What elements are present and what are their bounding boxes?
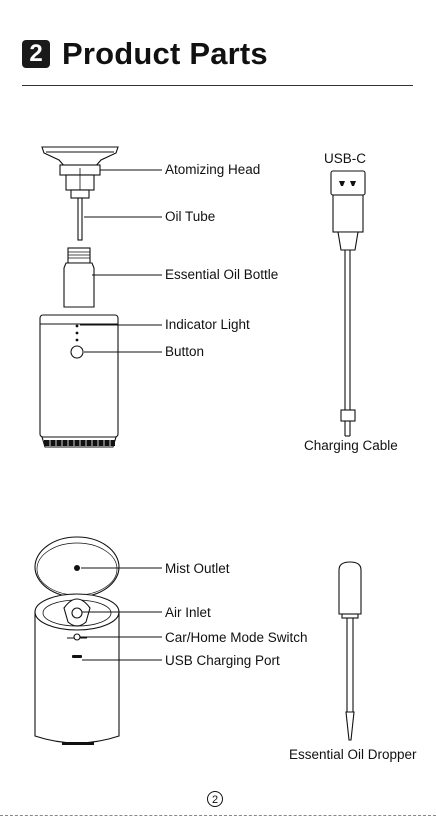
label-usb-c: USB-C [324, 151, 366, 166]
label-essential-oil-bottle: Essential Oil Bottle [165, 267, 278, 282]
label-oil-tube: Oil Tube [165, 209, 215, 224]
section-number-badge: 2 [22, 40, 50, 68]
label-button: Button [165, 344, 204, 359]
label-mode-switch: Car/Home Mode Switch [165, 630, 308, 645]
atomizing-head-illustration [42, 147, 118, 198]
label-mist-outlet: Mist Outlet [165, 561, 230, 576]
usb-c-cable-illustration [331, 171, 365, 436]
mist-outlet-disc-illustration [35, 537, 119, 597]
label-usb-charging-port: USB Charging Port [165, 653, 280, 668]
header-divider [22, 85, 413, 86]
oil-tube-illustration [78, 198, 82, 240]
diffuser-body-illustration [40, 315, 118, 447]
dropper-illustration [339, 562, 361, 740]
label-essential-oil-dropper: Essential Oil Dropper [289, 747, 417, 762]
label-air-inlet: Air Inlet [165, 605, 211, 620]
label-atomizing-head: Atomizing Head [165, 162, 260, 177]
page-number: 2 [207, 791, 223, 807]
page-title: Product Parts [62, 36, 268, 72]
essential-oil-bottle-illustration [64, 248, 94, 307]
label-indicator-light: Indicator Light [165, 317, 250, 332]
label-charging-cable: Charging Cable [304, 438, 398, 453]
diffuser-open-body-illustration [35, 594, 119, 743]
